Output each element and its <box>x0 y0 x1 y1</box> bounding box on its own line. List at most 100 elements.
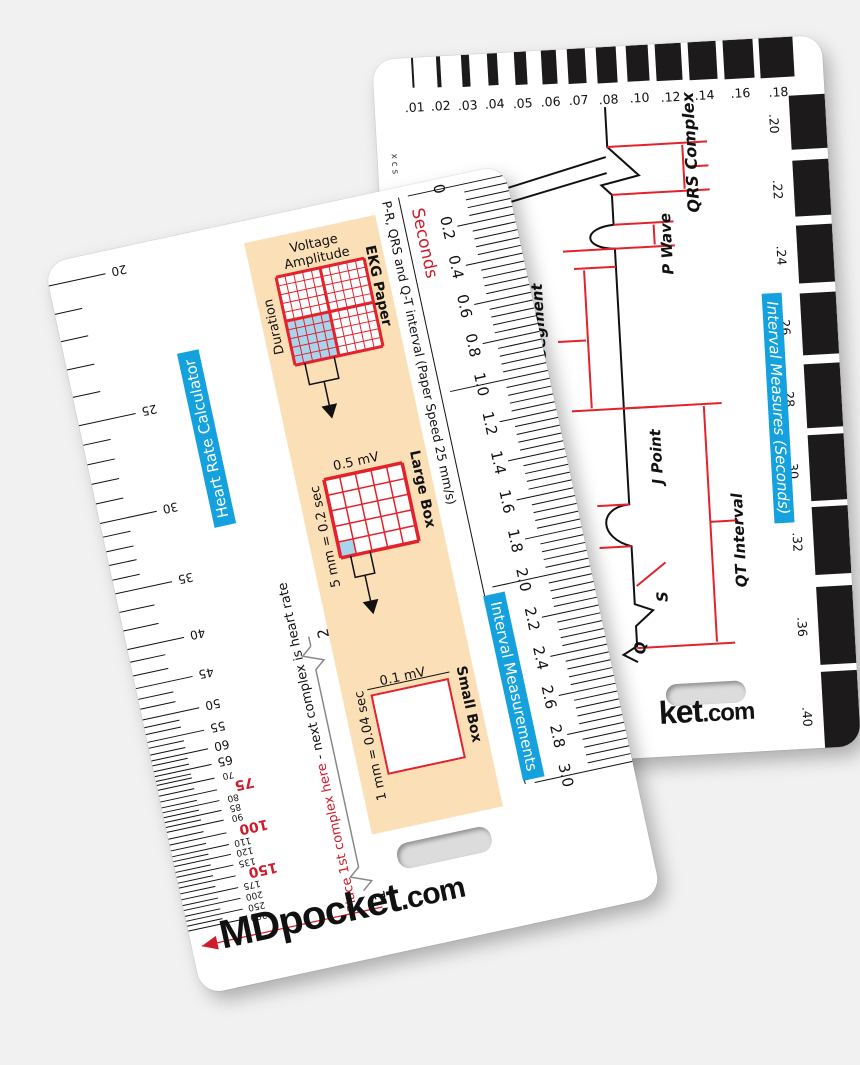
heart-rate-major-tick <box>166 819 224 834</box>
ekg-paper-grid <box>274 256 385 419</box>
heart-rate-scale-label: 60 <box>212 736 231 754</box>
q-label: Q <box>630 641 650 655</box>
seconds-scale-label: 2.4 <box>529 644 552 672</box>
seconds-tick <box>524 526 582 540</box>
heart-rate-major-tick <box>142 707 200 721</box>
seconds-scale-label: 0 <box>429 182 449 196</box>
top-scale-bar <box>654 42 683 82</box>
top-scale-label: .04 <box>484 95 505 112</box>
heart-rate-minor-tick <box>72 391 101 399</box>
seconds-tick <box>499 409 557 423</box>
heart-rate-minor-tick <box>95 497 124 505</box>
heart-rate-calculator-title: Heart Rate Calculator <box>177 349 237 528</box>
heart-rate-minor-tick <box>140 701 176 711</box>
seconds-scale-label: 0.2 <box>436 214 459 242</box>
seconds-tick <box>465 252 523 267</box>
side-scale-label: .20 <box>766 113 783 134</box>
heart-rate-scale-label: 65 <box>216 752 235 770</box>
back-brand-logo: ket.com <box>657 692 755 731</box>
heart-rate-scale-label: 25 <box>140 401 159 419</box>
seconds-tick <box>558 682 616 697</box>
top-interval-scale: .01.02.03.04.05.06.07.08.10.12.14.16.18 <box>372 35 821 115</box>
heart-rate-minor-tick <box>60 335 89 343</box>
side-scale-label: .22 <box>769 179 786 200</box>
top-scale-bar <box>513 51 528 86</box>
top-scale-label: .02 <box>430 98 452 115</box>
side-scale-bar <box>799 291 840 356</box>
heart-rate-minor-tick <box>144 719 180 728</box>
heart-rate-scale-label: 20 <box>110 261 128 279</box>
seconds-scale-label: 1.6 <box>495 488 518 516</box>
heart-rate-scale-label: 40 <box>188 625 207 643</box>
s-label: S <box>653 590 672 603</box>
top-scale-bar <box>595 46 618 84</box>
top-scale-bar <box>435 56 442 88</box>
side-scale-bar <box>816 585 857 665</box>
ecg-waveform-diagram <box>489 107 739 663</box>
top-scale-bar <box>758 36 795 78</box>
complex-marker-bracket <box>301 636 374 892</box>
heart-rate-minor-tick <box>66 363 95 371</box>
side-scale-bar <box>788 93 828 150</box>
heart-rate-minor-tick <box>112 573 140 581</box>
heart-rate-minor-tick <box>91 478 120 485</box>
side-scale-label: .36 <box>794 616 811 638</box>
side-scale-label: .24 <box>773 245 790 266</box>
heart-rate-major-tick <box>48 273 106 287</box>
seconds-tick <box>516 487 574 501</box>
heart-rate-minor-tick <box>54 307 83 315</box>
seconds-tick <box>482 330 540 345</box>
top-scale-bar <box>410 57 415 88</box>
top-scale-label: .03 <box>457 96 479 114</box>
seconds-tick <box>541 604 599 619</box>
heart-rate-scale-label: 55 <box>208 718 227 736</box>
top-scale-bar <box>540 49 558 85</box>
seconds-scale-label: 1.8 <box>503 527 527 555</box>
heart-rate-major-tick <box>135 675 193 690</box>
heart-rate-minor-tick <box>119 604 155 613</box>
seconds-scale-label: 0.8 <box>461 331 485 359</box>
heart-rate-minor-tick <box>123 622 159 632</box>
heart-rate-minor-tick <box>103 531 131 539</box>
heart-rate-minor-tick <box>130 654 166 664</box>
seconds-tick <box>474 291 532 306</box>
seconds-tick <box>534 760 633 784</box>
heart-rate-scale-label: 35 <box>176 569 195 587</box>
top-scale-label: .01 <box>404 99 426 116</box>
top-scale-bar <box>687 40 718 81</box>
seconds-tick <box>457 213 515 228</box>
seconds-tick <box>507 448 565 462</box>
side-scale-bar <box>811 505 852 576</box>
heart-rate-scale-label: 30 <box>161 499 180 517</box>
heart-rate-minor-tick <box>145 726 182 736</box>
heart-rate-minor-tick <box>137 691 174 700</box>
heart-rate-minor-tick <box>109 559 137 567</box>
seconds-scale-label: 3.0 <box>554 761 578 789</box>
side-scale-label: .40 <box>799 706 816 728</box>
top-scale-label: .08 <box>598 91 619 108</box>
small-box-square <box>370 677 466 775</box>
top-scale-label: .05 <box>512 94 533 111</box>
heart-rate-minor-tick <box>83 438 111 446</box>
p-wave-label: P Wave <box>656 212 678 276</box>
seconds-tick <box>567 721 625 736</box>
seconds-scale-label: 2.6 <box>537 683 561 711</box>
front-lanyard-slot <box>394 824 495 871</box>
seconds-scale-label: 2.2 <box>520 605 544 633</box>
side-scale-bar <box>795 223 836 284</box>
heart-rate-major-tick <box>78 413 136 427</box>
heart-rate-minor-tick <box>87 458 115 466</box>
large-box-grid <box>322 461 421 615</box>
start-arrow <box>201 906 383 950</box>
seconds-scale-label: 0.4 <box>444 253 468 281</box>
side-scale-bar <box>792 158 832 217</box>
seconds-scale-label: 2.8 <box>546 722 569 750</box>
heart-rate-major-tick <box>127 636 185 651</box>
side-scale-bar <box>807 433 848 502</box>
heart-rate-minor-tick <box>106 545 134 553</box>
heart-rate-major-tick <box>100 510 157 525</box>
top-scale-bar <box>486 53 499 86</box>
heart-rate-scale-label: 50 <box>203 695 222 713</box>
heart-rate-scale-label: 45 <box>197 664 216 682</box>
